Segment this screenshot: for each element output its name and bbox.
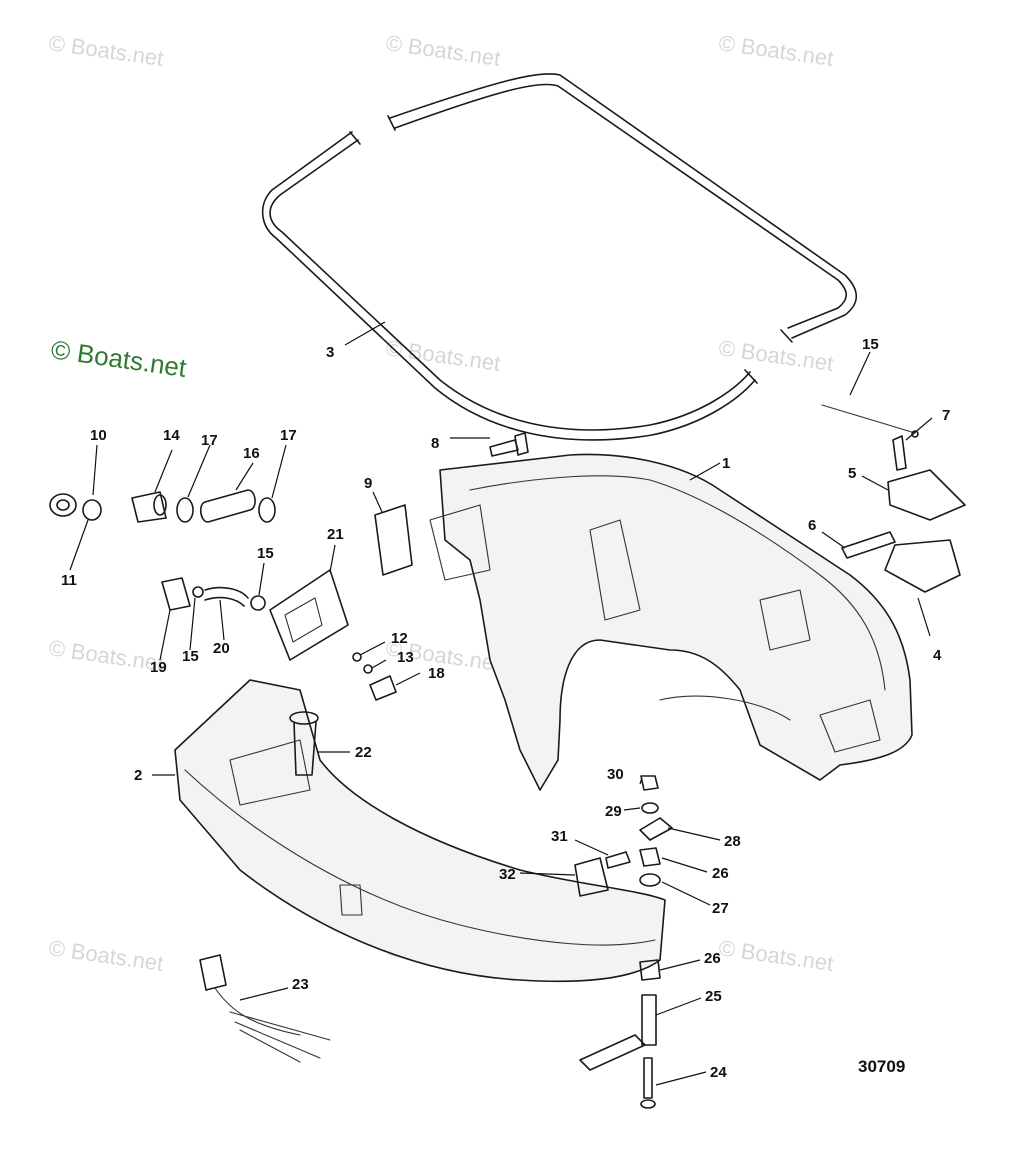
callout-15: 15 — [257, 545, 274, 562]
callout-9: 9 — [364, 475, 372, 492]
callout-28: 28 — [724, 833, 741, 850]
callout-20: 20 — [213, 640, 230, 657]
watermark-primary: © Boats.net — [49, 334, 189, 383]
watermark: © Boats.net — [717, 30, 835, 71]
callouts: 1 2 3 4 5 6 7 8 9 10 11 12 13 14 15 15 1… — [61, 336, 950, 1081]
callout-6: 6 — [808, 517, 816, 534]
watermark: © Boats.net — [717, 335, 835, 376]
watermark: © Boats.net — [47, 30, 165, 71]
part-bottom-cowl-starboard — [429, 453, 913, 791]
callout-3: 3 — [326, 344, 334, 361]
watermark: © Boats.net — [384, 335, 502, 376]
callout-17: 17 — [201, 432, 218, 449]
callout-32: 32 — [499, 866, 516, 883]
callout-17: 17 — [280, 427, 297, 444]
callout-18: 18 — [428, 665, 445, 682]
callout-24: 24 — [710, 1064, 727, 1081]
callout-8: 8 — [431, 435, 439, 452]
callout-14: 14 — [163, 427, 180, 444]
part-bottom-cowl-port — [174, 679, 666, 983]
part-seal — [261, 73, 858, 441]
callout-5: 5 — [848, 465, 856, 482]
callout-22: 22 — [355, 744, 372, 761]
callout-16: 16 — [243, 445, 260, 462]
drawing-number: 30709 — [858, 1057, 905, 1076]
callout-30: 30 — [607, 766, 624, 783]
callout-26: 26 — [712, 865, 729, 882]
callout-15: 15 — [182, 648, 199, 665]
small-parts — [49, 404, 966, 1109]
callout-23: 23 — [292, 976, 309, 993]
callout-26: 26 — [704, 950, 721, 967]
callout-11: 11 — [61, 572, 77, 589]
callout-29: 29 — [605, 803, 622, 820]
callout-4: 4 — [933, 647, 942, 664]
callout-21: 21 — [327, 526, 344, 543]
callout-1: 1 — [722, 455, 730, 472]
callout-2: 2 — [134, 767, 142, 784]
callout-19: 19 — [150, 659, 167, 676]
callout-13: 13 — [397, 649, 414, 666]
callout-12: 12 — [391, 630, 408, 647]
watermark: © Boats.net — [384, 30, 502, 71]
callout-31: 31 — [551, 828, 568, 845]
callout-7: 7 — [942, 407, 950, 424]
callout-10: 10 — [90, 427, 107, 444]
callout-27: 27 — [712, 900, 729, 917]
callout-15: 15 — [862, 336, 879, 353]
watermark: © Boats.net — [47, 635, 165, 676]
leader-lines — [69, 321, 933, 1086]
watermark: © Boats.net — [47, 935, 165, 976]
callout-25: 25 — [705, 988, 722, 1005]
watermark: © Boats.net — [717, 935, 835, 976]
